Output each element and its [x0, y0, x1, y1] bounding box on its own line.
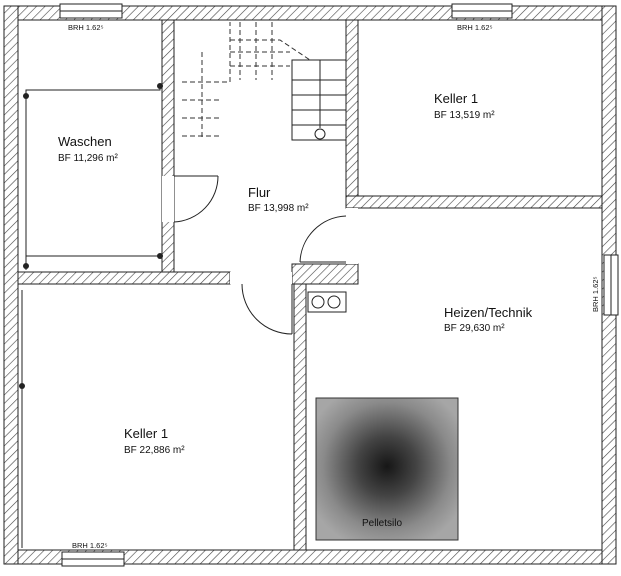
window-label-bottom: BRH 1.62⁵ [72, 541, 108, 550]
room-area-flur: BF 13,998 m² [248, 203, 309, 214]
room-name-heizen: Heizen/Technik [444, 305, 533, 320]
room-area-waschen: BF 11,296 m² [58, 153, 119, 164]
doors [162, 175, 358, 335]
room-name-flur: Flur [248, 185, 271, 200]
boiler-icon [307, 291, 347, 313]
pipes [19, 83, 163, 548]
room-area-keller-top: BF 13,519 m² [434, 110, 495, 121]
pellet-silo: Pelletsilo [315, 397, 459, 541]
room-area-keller-bottom: BF 22,886 m² [124, 445, 185, 456]
silo-label: Pelletsilo [362, 518, 402, 529]
room-area-heizen: BF 29,630 m² [444, 323, 505, 334]
windows [59, 3, 619, 567]
room-name-waschen: Waschen [58, 134, 112, 149]
window-label-top-left: BRH 1.62⁵ [68, 23, 104, 32]
window-label-right: BRH 1.62⁵ [591, 276, 600, 312]
staircase [182, 22, 347, 141]
room-name-keller-top: Keller 1 [434, 91, 478, 106]
room-name-keller-bottom: Keller 1 [124, 426, 168, 441]
window-label-top-right: BRH 1.62⁵ [457, 23, 493, 32]
